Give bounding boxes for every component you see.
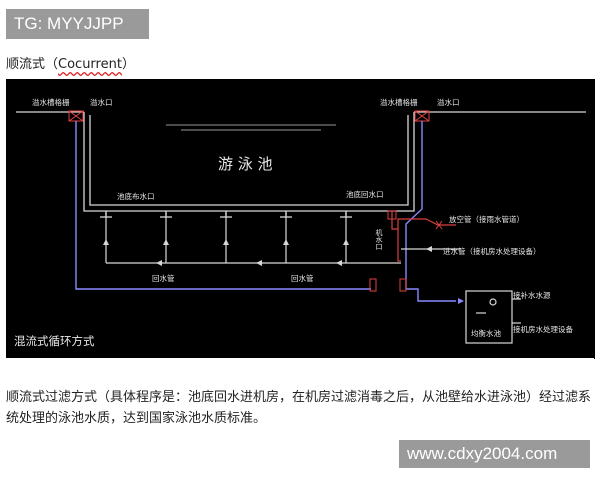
label-side: 机水口 (375, 228, 383, 250)
label-balance-tank: 均衡水池 (471, 328, 501, 338)
label-overflow-outlet-left: 溢水口 (90, 97, 113, 107)
inlet-pipe (401, 246, 461, 252)
water-surface (166, 124, 336, 131)
caption-text: 顺流式过滤方式（具体程序是：池底回水进机房，在机房过滤消毒之后，从池壁给水进泳池… (6, 390, 592, 426)
heading-prefix: 顺流式（ (6, 57, 59, 72)
text-cursor (594, 343, 595, 359)
label-overflow-outlet-right: 溢水口 (437, 97, 460, 107)
return-pipes (391, 211, 456, 262)
heading-english: Cocurrent (58, 57, 122, 72)
label-circulation-mode: 混流式循环方式 (14, 334, 95, 348)
label-pool-bottom-inlet: 池底布水口 (117, 191, 155, 201)
arrow-to-tank (458, 298, 464, 304)
watermark-bottom: www.cdxy2004.com (399, 440, 590, 468)
outlets (100, 211, 352, 218)
balance-tank (465, 290, 521, 344)
pool-circulation-diagram: 溢水槽格栅 溢水口 溢水槽格栅 溢水口 池底布水口 池底回水口 放空管（接雨水管… (6, 79, 595, 358)
heading-suffix: ） (121, 57, 135, 72)
label-return-pipe-1: 回水管 (152, 273, 175, 283)
label-return-pipe-2: 回水管 (291, 273, 314, 283)
label-overflow-grille-left: 溢水槽格栅 (32, 97, 70, 107)
pool-walls (16, 111, 586, 212)
label-makeup-source: 接补水水源 (513, 290, 551, 300)
label-pool: 游 泳 池 (218, 155, 273, 173)
label-drain-valve: 放空管（接雨水管道） (449, 214, 524, 224)
overflow-grilles (68, 110, 430, 122)
watermark-top: TG: MYYJJPP (6, 9, 149, 39)
label-overflow-grille-right: 溢水槽格栅 (380, 97, 418, 107)
supply-arrows (103, 239, 349, 266)
label-pool-bottom-return: 池底回水口 (346, 189, 384, 199)
valves (369, 210, 443, 292)
supply-pipes (105, 211, 401, 264)
section-heading: 顺流式（Cocurrent） (6, 53, 135, 72)
label-inlet-pipe: 进水管（接机房水处理设备） (443, 246, 541, 256)
label-to-machine-room: 接机房水处理设备 (513, 324, 573, 334)
